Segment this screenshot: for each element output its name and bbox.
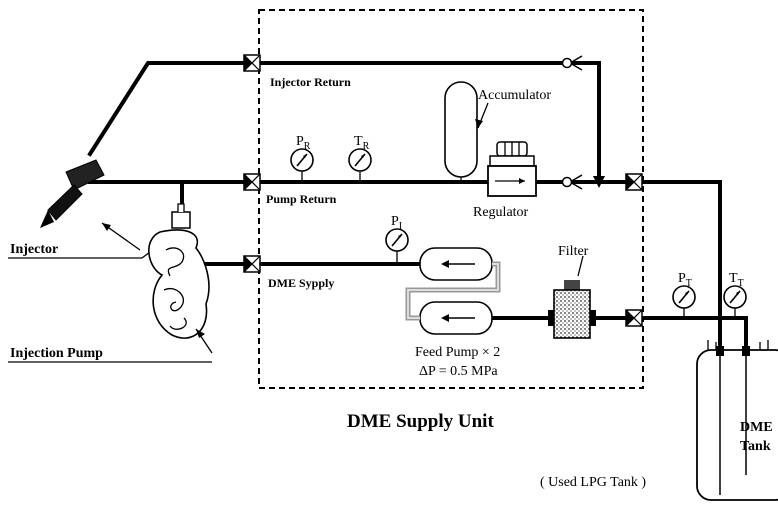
label-injector: Injector [10,242,58,257]
injector [40,159,105,228]
valve-injector-return [243,54,261,72]
dme-tank [696,340,778,501]
filter [548,280,596,339]
filter-leader [577,255,584,277]
valve-pump-return [243,173,261,191]
label-dme-tank-1: DME [740,420,773,435]
supply-unit-boundary [258,9,644,389]
gauge-stems [301,170,736,318]
accumulator [444,81,478,178]
label-unit-title: DME Supply Unit [347,411,494,432]
label-gauge-pr: PR [296,134,311,152]
label-regulator: Regulator [473,205,529,220]
label-gauge-tr: TR [354,134,370,152]
label-used-lpg: ( Used LPG Tank ) [540,475,646,490]
pressure-gauge-pr [290,148,314,172]
label-delta-p: ΔP = 0.5 MPa [419,364,498,379]
regulator [487,141,537,197]
label-gauge-tt: TT [729,271,744,289]
injector-label-underline [8,251,151,259]
feed-line [593,316,748,352]
injector-return-line [87,61,601,184]
valve-dme-supply [243,255,261,273]
pressure-gauge-pt [672,285,696,309]
label-dme-supply: DME Sypply [268,276,334,290]
label-injection-pump: Injection Pump [10,346,103,361]
label-gauge-pt: PT [678,271,692,289]
label-dme-tank-2: Tank [740,439,771,454]
label-filter: Filter [558,244,589,259]
feed-pump-lower [419,301,493,335]
pressure-gauge-pi [385,228,409,252]
injection-pump [148,203,210,339]
valve-return-outlet [625,173,643,191]
valve-feed-inlet [625,309,643,327]
label-gauge-pi: PI [391,214,402,232]
feed-pump-upper [419,247,493,281]
label-feed-pump: Feed Pump × 2 [415,345,500,360]
pump-return-main [180,180,722,352]
pump-return-line [88,180,184,215]
label-accumulator: Accumulator [478,88,551,103]
label-injector-return: Injector Return [270,75,351,89]
temperature-gauge-tt [723,285,747,309]
label-pump-return: Pump Return [266,192,337,206]
temperature-gauge-tr [348,148,372,172]
